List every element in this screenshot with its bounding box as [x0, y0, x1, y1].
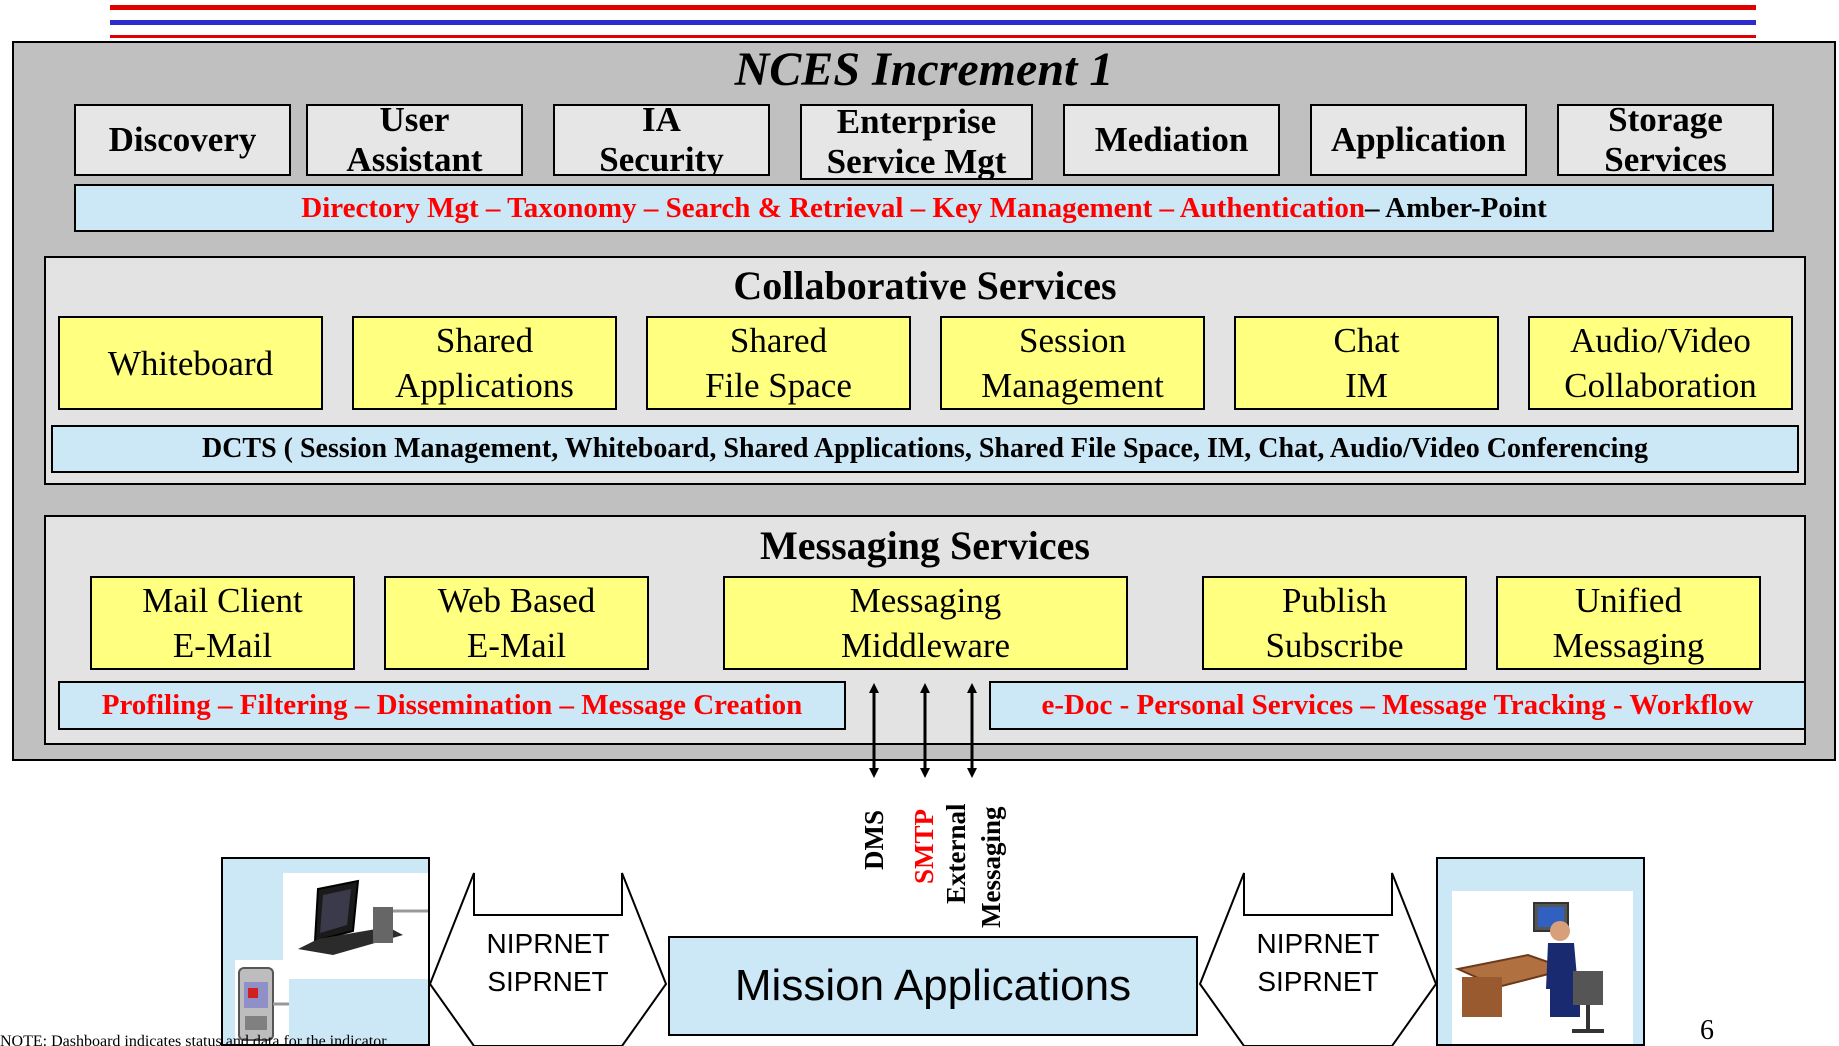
core-capabilities-bar: Directory Mgt – Taxonomy – Search & Retr… — [74, 184, 1774, 232]
mobile-devices-box — [221, 857, 430, 1046]
left-network-arrow — [428, 872, 668, 1046]
core-service-application: Application — [1310, 104, 1527, 176]
laptop-icon — [283, 873, 428, 979]
smtp-label: SMTP — [909, 808, 939, 884]
collab-item-whiteboard: Whiteboard — [58, 316, 323, 410]
messaging-left-bar: Profiling – Filtering – Dissemination – … — [58, 681, 846, 730]
messaging-services-title: Messaging Services — [760, 523, 1090, 568]
right-network-arrow — [1198, 872, 1438, 1046]
footnote: NOTE: Dashboard indicates status and dat… — [0, 1033, 387, 1046]
messaging-right-bar: e-Doc - Personal Services – Message Trac… — [989, 681, 1806, 730]
workstation-icon — [1452, 891, 1633, 1044]
external-label: External — [941, 803, 971, 905]
collaborative-services-title: Collaborative Services — [733, 263, 1117, 308]
core-capabilities-text: Directory Mgt – Taxonomy – Search & Retr… — [301, 191, 1365, 224]
page-number: 6 — [1700, 1015, 1714, 1046]
header-rule-blue — [110, 20, 1756, 25]
messaging-label: Messaging — [976, 806, 1006, 929]
diagram-title: NCES Increment 1 — [734, 43, 1114, 96]
pda-icon — [235, 960, 289, 1044]
header-rule-red-top — [110, 5, 1756, 10]
dms-label: DMS — [859, 810, 889, 870]
core-service-mediation: Mediation — [1063, 104, 1280, 176]
amber-point-text: – Amber-Point — [1364, 191, 1547, 224]
mission-applications-box: Mission Applications — [668, 936, 1198, 1036]
dcts-bar: DCTS ( Session Management, Whiteboard, S… — [51, 425, 1799, 473]
header-rule-red-bottom — [110, 35, 1756, 38]
core-service-discovery: Discovery — [74, 104, 291, 176]
workstation-box — [1436, 857, 1645, 1046]
